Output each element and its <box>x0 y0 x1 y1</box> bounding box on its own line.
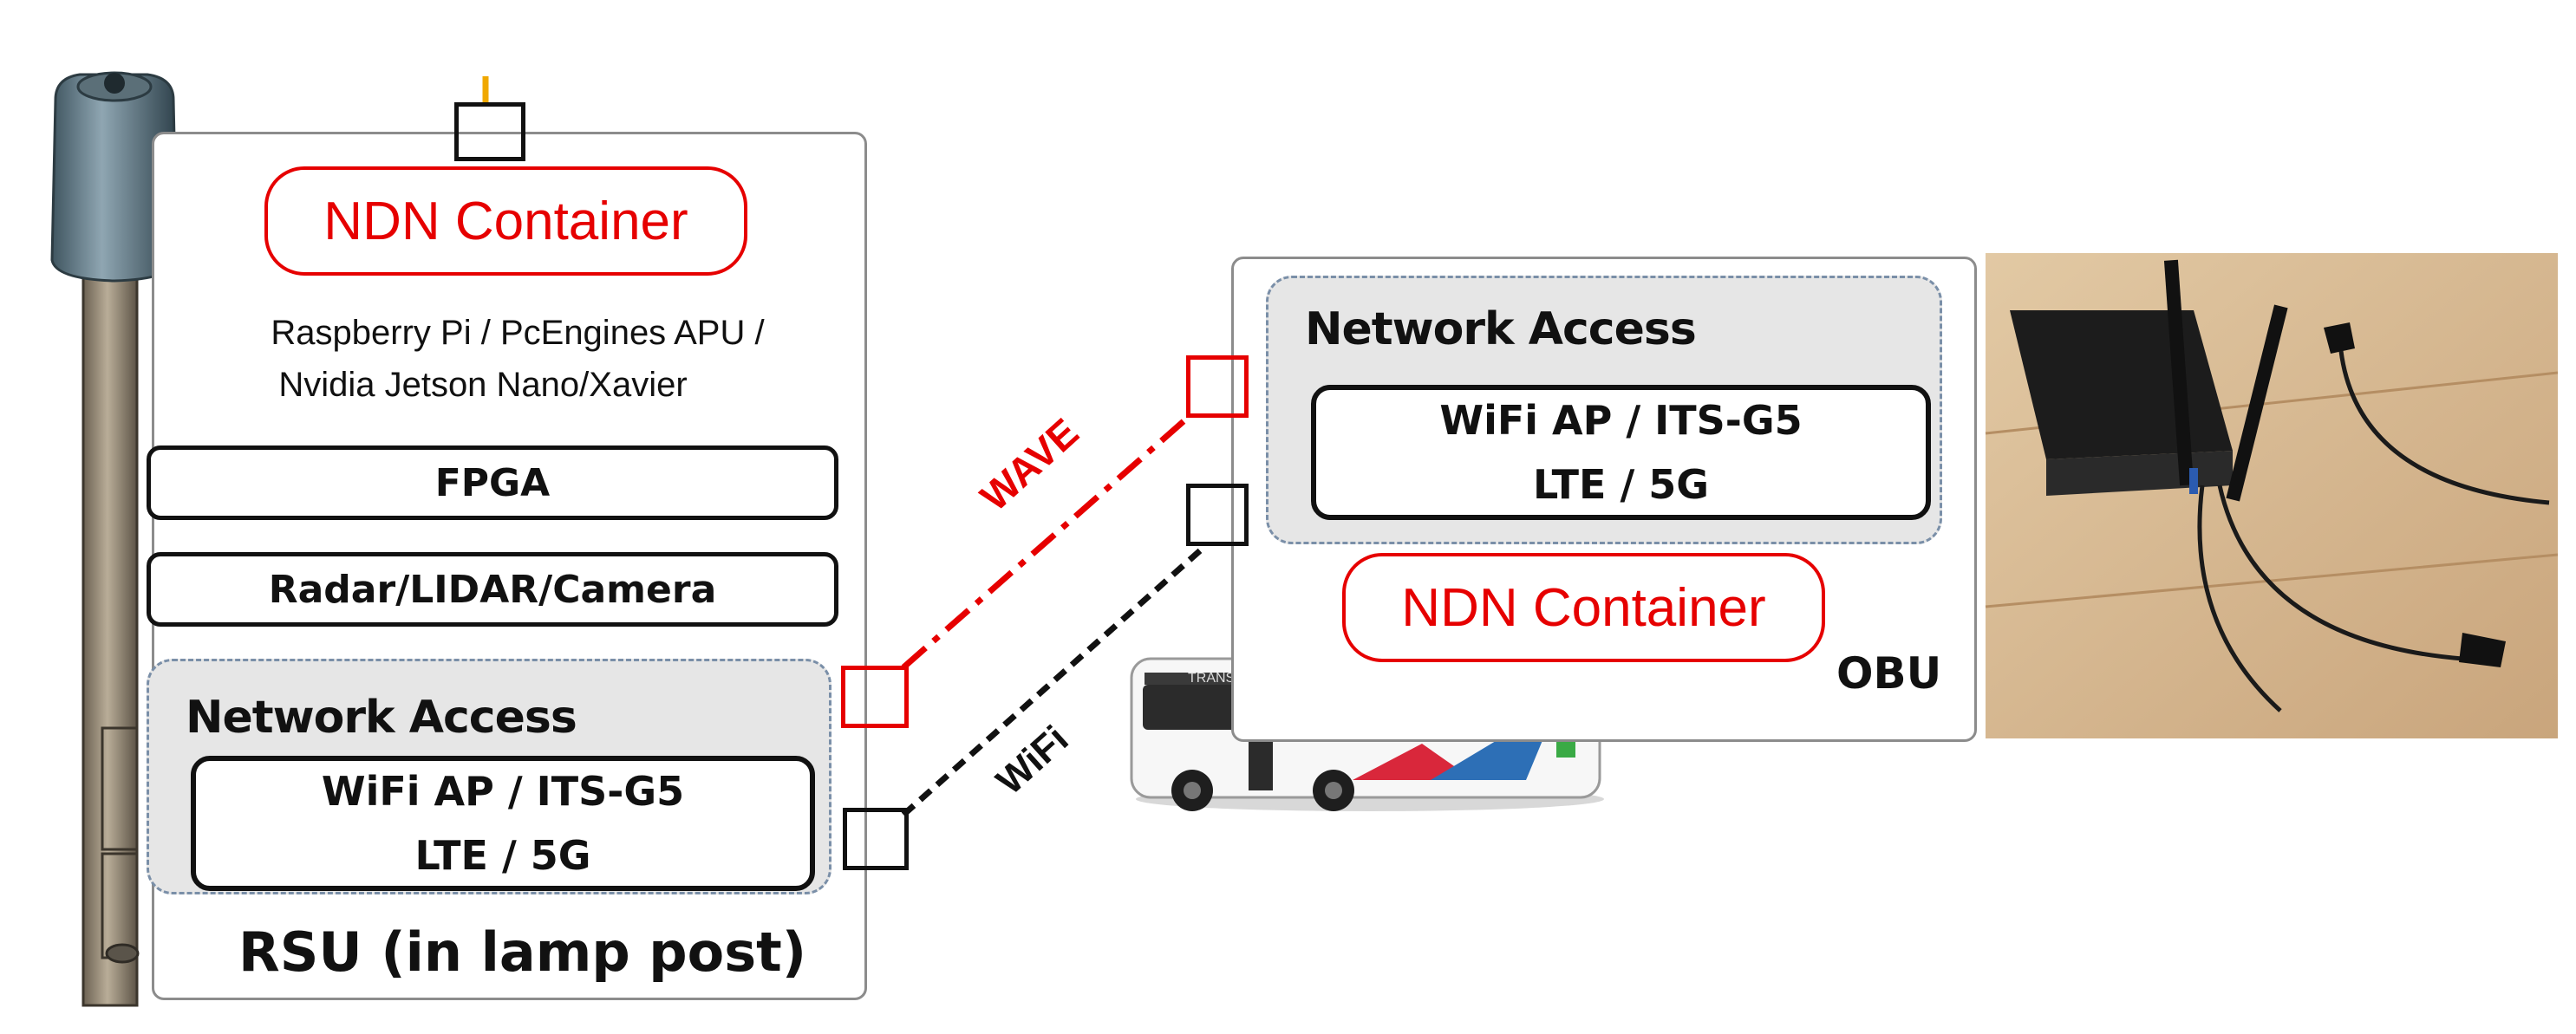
rsu-wave-port <box>841 666 909 728</box>
rsu-compute-line-1: Raspberry Pi / PcEngines APU / <box>271 314 765 352</box>
obu-ndn-container: NDN Container <box>1342 553 1825 662</box>
obu-router-photo <box>1985 253 2559 738</box>
obu-radio-box: WiFi AP / ITS-G5 LTE / 5G <box>1311 385 1931 520</box>
rsu-radio-line-1: WiFi AP / ITS-G5 <box>321 768 685 815</box>
rsu-fpga-box: FPGA <box>147 445 838 520</box>
obu-wave-port <box>1186 355 1249 418</box>
rsu-ndn-container: NDN Container <box>264 166 747 276</box>
rsu-compute-line-2: Nvidia Jetson Nano/Xavier <box>278 366 688 404</box>
rsu-network-access-title: Network Access <box>186 692 577 744</box>
wave-link-line <box>901 413 1192 670</box>
obu-wifi-port <box>1186 484 1249 546</box>
obu-radio-line-2: LTE / 5G <box>1532 461 1710 508</box>
obu-network-access-title: Network Access <box>1305 303 1697 355</box>
rsu-wifi-port <box>843 808 909 870</box>
rsu-antenna-port <box>454 102 525 161</box>
obu-label: OBU <box>1836 648 1942 699</box>
rsu-radio-box: WiFi AP / ITS-G5 LTE / 5G <box>191 756 815 891</box>
lamp-post-icon <box>50 71 179 1007</box>
rsu-radio-line-2: LTE / 5G <box>414 832 591 879</box>
rsu-label: RSU (in lamp post) <box>238 920 807 984</box>
rsu-sensors-box: Radar/LIDAR/Camera <box>147 552 838 627</box>
obu-radio-line-1: WiFi AP / ITS-G5 <box>1439 397 1803 444</box>
